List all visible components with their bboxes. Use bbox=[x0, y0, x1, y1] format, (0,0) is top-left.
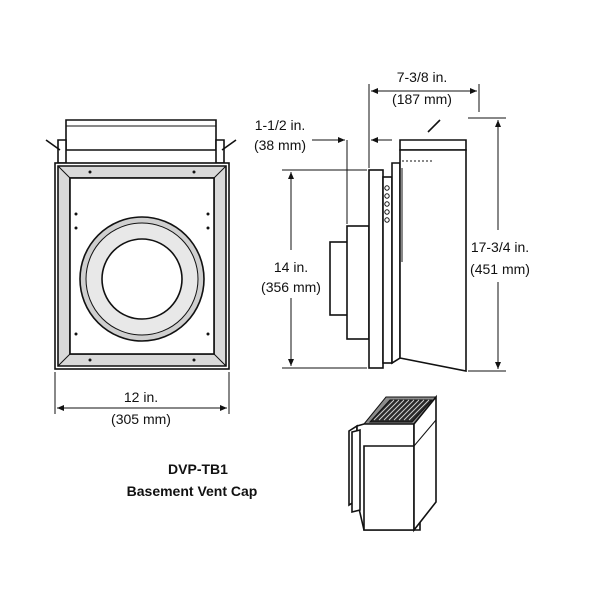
isometric-louvers bbox=[368, 399, 434, 423]
side-inner-height-in: 14 in. bbox=[274, 259, 308, 275]
side-overall-height-in: 17-3/4 in. bbox=[471, 239, 529, 255]
side-depth-mm: (187 mm) bbox=[392, 91, 452, 107]
side-mount-flange bbox=[368, 169, 384, 369]
front-width-in: 12 in. bbox=[124, 389, 158, 405]
front-vent-collar bbox=[79, 216, 205, 342]
front-width-mm: (305 mm) bbox=[111, 411, 171, 427]
side-hood-body bbox=[391, 119, 467, 372]
side-inner-height-mm: (356 mm) bbox=[261, 279, 321, 295]
front-view bbox=[45, 119, 237, 370]
side-overall-height-mm: (451 mm) bbox=[470, 261, 530, 277]
side-inner-height-dimension: 14 in. (356 mm) bbox=[261, 169, 367, 369]
front-top-hood bbox=[45, 119, 237, 164]
isometric-view bbox=[348, 394, 438, 533]
side-inner-pipe bbox=[329, 241, 349, 316]
diagram-caption: DVP-TB1 Basement Vent Cap bbox=[127, 461, 258, 499]
caption-model: DVP-TB1 bbox=[168, 461, 228, 477]
side-overall-height-dimension: 17-3/4 in. (451 mm) bbox=[468, 117, 530, 372]
side-depth-dimension: 7-3/8 in. (187 mm) bbox=[368, 69, 480, 168]
side-view bbox=[329, 119, 467, 372]
side-flange-in: 1-1/2 in. bbox=[255, 117, 306, 133]
side-flange-mm: (38 mm) bbox=[254, 137, 306, 153]
side-depth-in: 7-3/8 in. bbox=[397, 69, 448, 85]
front-width-dimension: 12 in. (305 mm) bbox=[54, 372, 230, 427]
caption-name: Basement Vent Cap bbox=[127, 483, 258, 499]
side-flange-dimension: 1-1/2 in. (38 mm) bbox=[254, 117, 392, 224]
side-pipe-sleeve bbox=[346, 225, 370, 340]
